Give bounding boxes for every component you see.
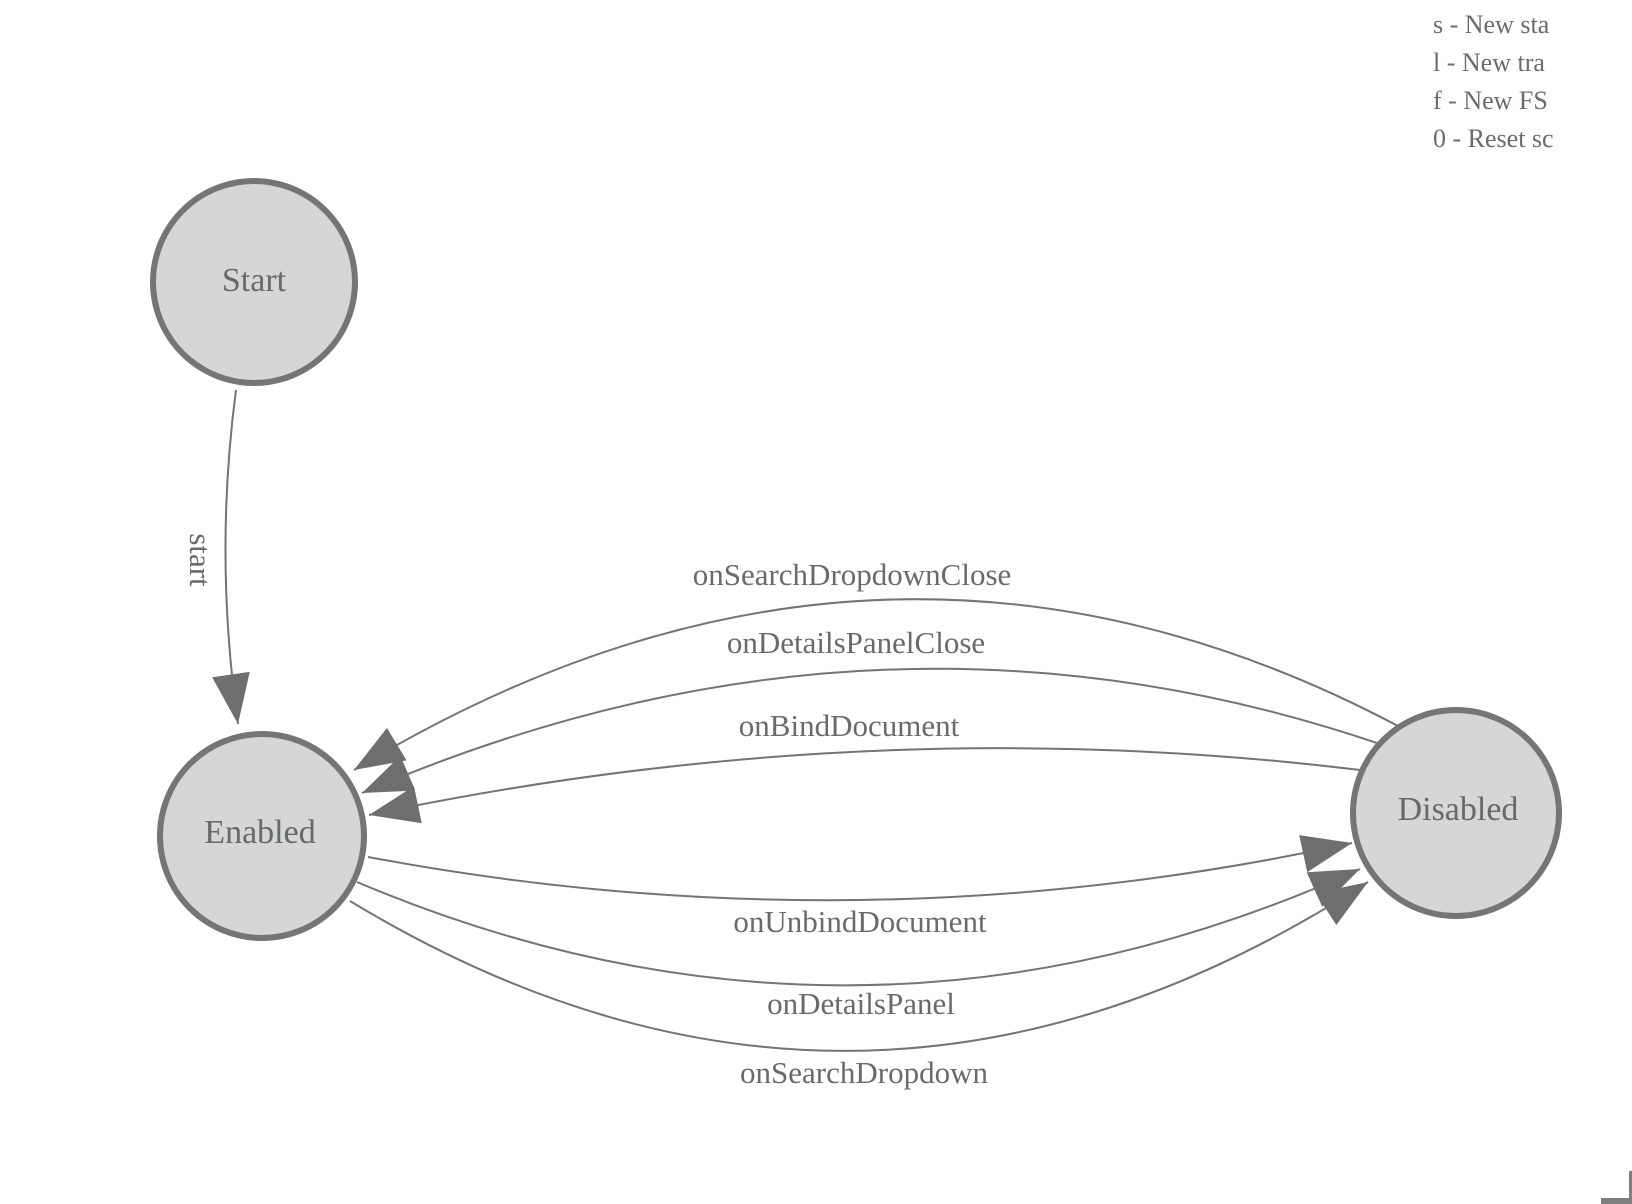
edge-onSearchDropdown[interactable]	[349, 881, 1369, 1052]
legend-line-new-state: s - New sta	[1433, 10, 1550, 39]
edge-label-onBindDocument[interactable]: onBindDocument	[739, 708, 960, 743]
canvas-corner-border-horizontal	[1601, 1198, 1632, 1204]
edge-onDetailsPanelClose[interactable]	[361, 667, 1381, 794]
edge-label-start[interactable]: start	[183, 533, 218, 587]
edge-onDetailsPanel[interactable]	[356, 868, 1361, 987]
edge-label-onDetailsPanel[interactable]: onDetailsPanel	[767, 986, 955, 1021]
edge-label-onDetailsPanelClose[interactable]: onDetailsPanelClose	[727, 625, 985, 660]
legend-line-new-transition: l - New tra	[1433, 48, 1545, 77]
edge-label-onSearchDropdownClose[interactable]: onSearchDropdownClose	[693, 557, 1012, 592]
edge-label-onUnbindDocument[interactable]: onUnbindDocument	[733, 904, 987, 939]
edge-onUnbindDocument[interactable]	[367, 835, 1353, 902]
edge-onBindDocument[interactable]	[368, 747, 1361, 824]
state-node-enabled[interactable]	[157, 731, 367, 941]
legend-line-reset: 0 - Reset sc	[1433, 124, 1554, 153]
state-label-enabled: Enabled	[204, 814, 315, 851]
edge-label-onSearchDropdown[interactable]: onSearchDropdown	[740, 1055, 988, 1090]
state-node-disabled[interactable]	[1350, 707, 1562, 919]
canvas-corner-border-vertical	[1629, 1171, 1632, 1204]
state-label-start: Start	[222, 262, 287, 299]
state-node-start[interactable]	[150, 178, 358, 386]
edge-onSearchDropdownClose[interactable]	[353, 598, 1399, 771]
legend-line-new-fsm: f - New FS	[1433, 86, 1548, 115]
state-label-disabled: Disabled	[1398, 791, 1519, 828]
edge-start-to-enabled[interactable]	[212, 389, 250, 725]
legend: s - New sta l - New tra f - New FS 0 - R…	[1433, 6, 1554, 158]
